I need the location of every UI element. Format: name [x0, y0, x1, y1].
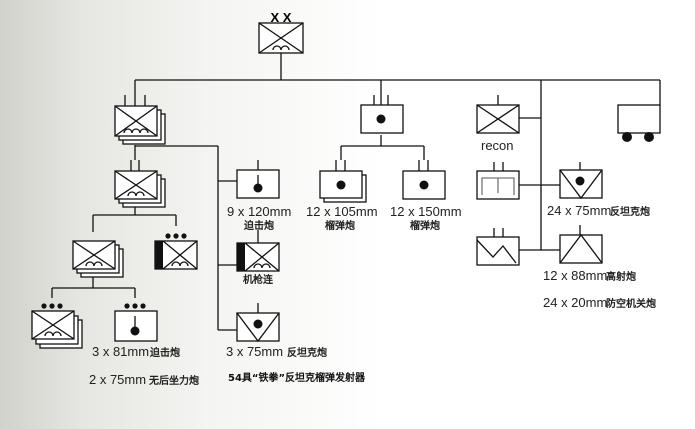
at-75-sub: 反坦克炮: [287, 346, 327, 359]
recoilless-75-label: 2 x 75mm: [89, 372, 146, 387]
division-symbol: X X: [258, 10, 304, 54]
panzerfaust-label: 54具“铁拳”反坦克榴弹发射器: [228, 371, 366, 384]
division-echelon: X X: [271, 10, 292, 25]
mortar-120-label: 9 x 120mm: [227, 204, 291, 219]
connectors: [51, 53, 661, 331]
flak-20-sub: 防空机关炮: [606, 297, 656, 310]
mg-company-label: 机枪连: [243, 273, 274, 286]
flak-20-label: 24 x 20mm: [543, 295, 607, 310]
howitzer-105-sub: 榴弹炮: [325, 219, 355, 232]
recoilless-75-sub: 无后坐力炮: [148, 374, 199, 387]
howitzer-105-label: 12 x 105mm: [306, 204, 378, 219]
recon-symbol: [476, 95, 520, 134]
mortar-81-label: 3 x 81mm: [92, 344, 149, 359]
at-75-div-sub: 反坦克炮: [610, 205, 650, 218]
regiment-antitank-symbol: [236, 312, 280, 343]
howitzer-105-symbol: [319, 160, 367, 203]
heavy-mortar-symbol: [236, 169, 280, 199]
mg-company-symbol: [154, 233, 198, 270]
howitzer-150-sub: 榴弹炮: [410, 219, 440, 232]
platoon-symbol: [31, 303, 83, 349]
artillery-regiment-symbol: [360, 95, 404, 134]
mortar-120-sub: 迫击炮: [243, 219, 274, 232]
at-75-div-label: 24 x 75mm: [547, 203, 611, 218]
flak-88-sub: 高射炮: [606, 270, 636, 283]
engineer-symbol: [476, 228, 520, 266]
howitzer-150-symbol: [402, 160, 446, 200]
flak-88-label: 12 x 88mm: [543, 268, 607, 283]
supply-symbol: [617, 104, 661, 142]
howitzer-150-label: 12 x 150mm: [390, 204, 462, 219]
signal-symbol: [476, 162, 520, 200]
recon-label: recon: [481, 138, 514, 153]
regiment-symbol: [114, 95, 166, 145]
division-antitank-symbol: [559, 169, 603, 200]
mortar-81-sub: 迫击炮: [149, 346, 180, 359]
mortar-platoon-symbol: [114, 303, 158, 342]
antiaircraft-symbol: [559, 233, 603, 264]
at-75-label: 3 x 75mm: [226, 344, 283, 359]
battalion-symbol: [114, 160, 166, 208]
regiment-mg-company-symbol: [236, 242, 280, 272]
company-symbol: [72, 240, 124, 278]
